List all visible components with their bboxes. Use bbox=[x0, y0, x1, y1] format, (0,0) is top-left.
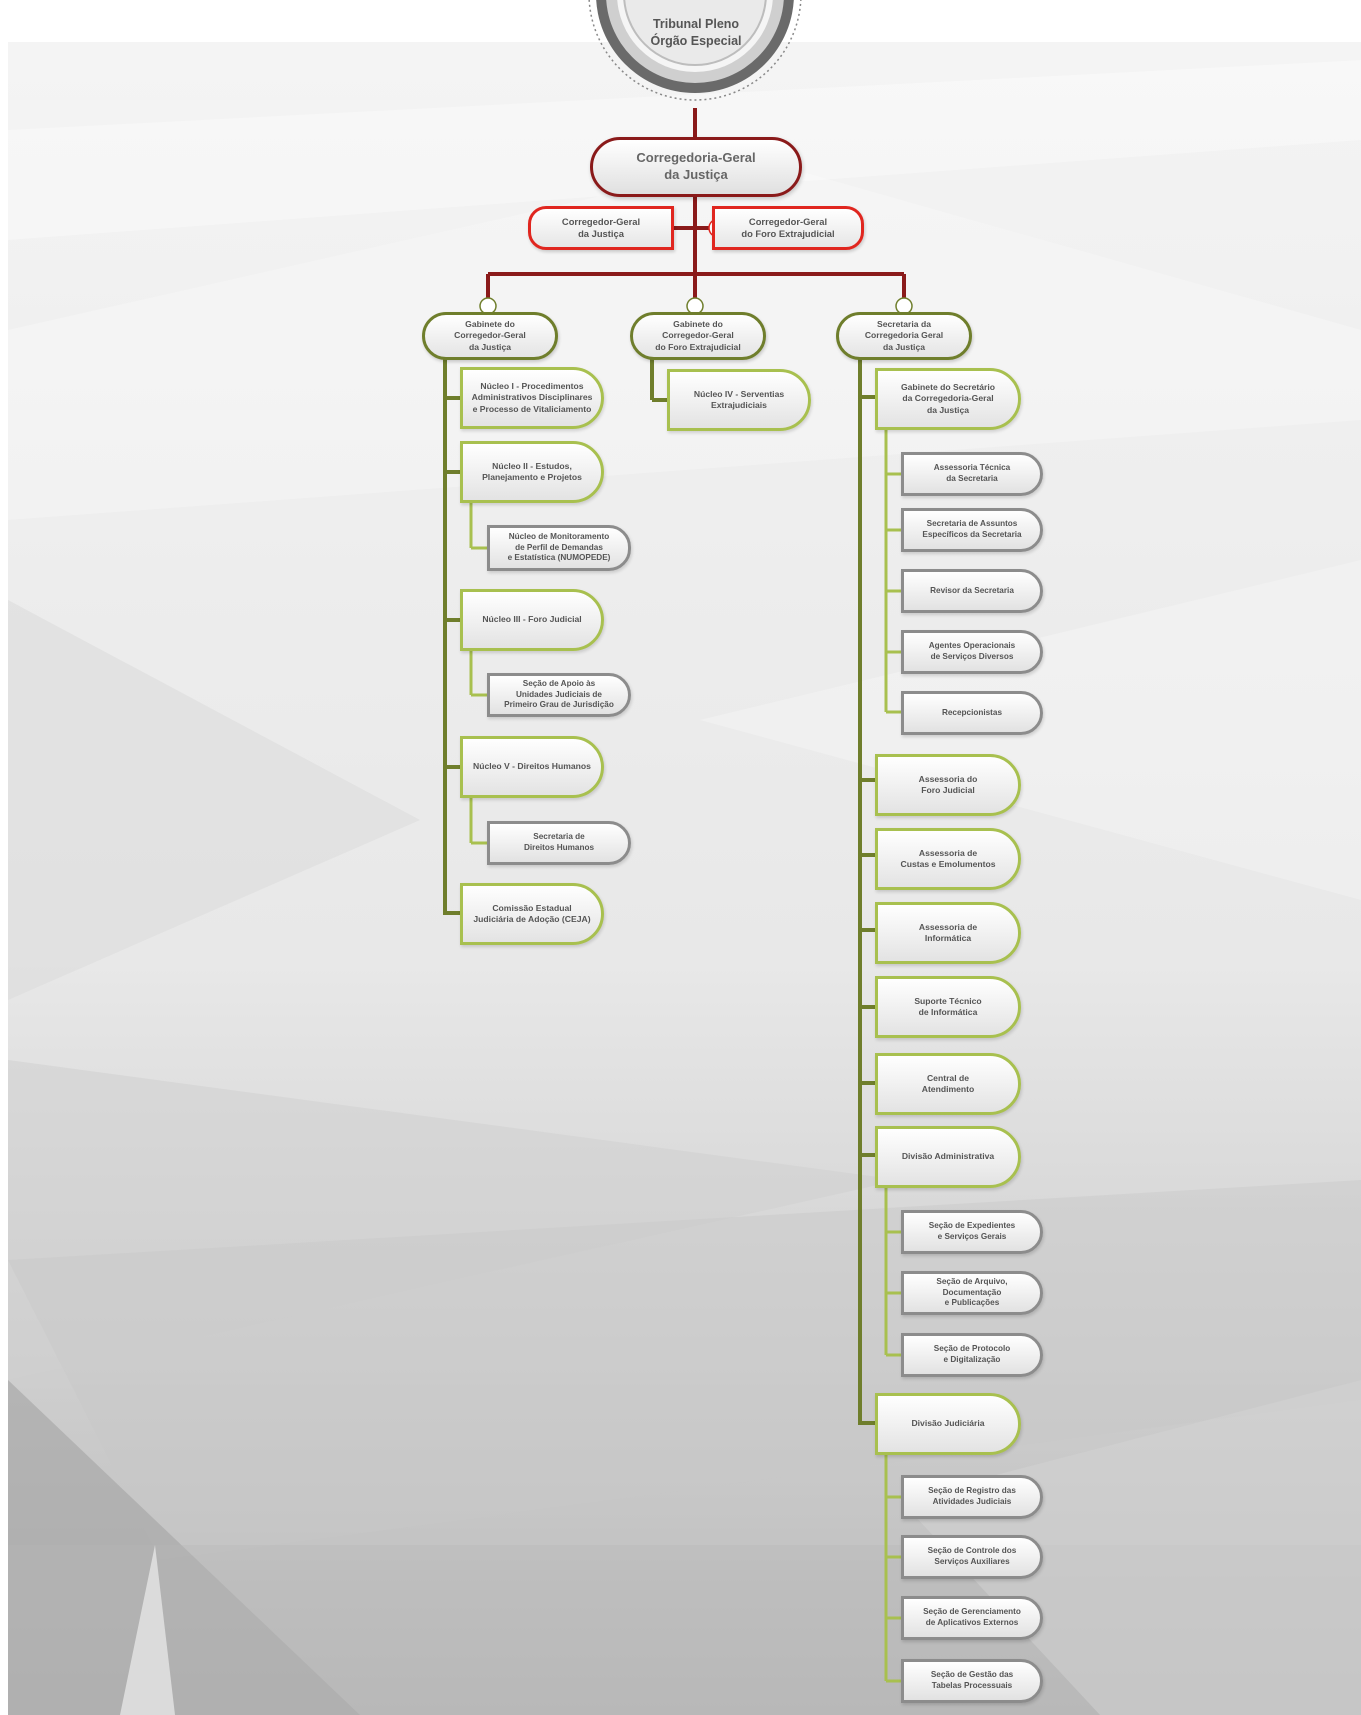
suporte-tecnico-label: Suporte Técnico de Informática bbox=[914, 995, 982, 1017]
secao-expedientes-label: Seção de Expedientes e Serviços Gerais bbox=[928, 1221, 1016, 1241]
divisao-judiciaria-node: Divisão Judiciária bbox=[875, 1393, 1021, 1455]
corregedor-geral-foro-label: Corregedor-Geral do Foro Extrajudicial bbox=[741, 215, 835, 239]
nucleo-i-node: Núcleo I - Procedimentos Administrativos… bbox=[460, 367, 604, 429]
nucleo-i-label: Núcleo I - Procedimentos Administrativos… bbox=[471, 381, 593, 414]
assessoria-tecnica-node: Assessoria Técnica da Secretaria bbox=[901, 452, 1043, 496]
gabinete-foro-node: Gabinete do Corregedor-Geral do Foro Ext… bbox=[630, 312, 766, 360]
secao-gestao-label: Seção de Gestão das Tabelas Processuais bbox=[930, 1670, 1014, 1690]
central-atendimento-node: Central de Atendimento bbox=[875, 1053, 1021, 1115]
secretaria-assuntos-node: Secretaria de Assuntos Específicos da Se… bbox=[901, 508, 1043, 552]
secao-registro-node: Seção de Registro das Atividades Judicia… bbox=[901, 1475, 1043, 1519]
ceja-node: Comissão Estadual Judiciária de Adoção (… bbox=[460, 883, 604, 945]
agentes-node: Agentes Operacionais de Serviços Diverso… bbox=[901, 630, 1043, 674]
secretaria-direitos-humanos-node: Secretaria de Direitos Humanos bbox=[487, 821, 631, 865]
gabinete-corregedor-node: Gabinete do Corregedor-Geral da Justiça bbox=[422, 312, 558, 360]
assessoria-informatica-label: Assessoria de Informática bbox=[918, 921, 978, 943]
secao-protocolo-label: Seção de Protocolo e Digitalização bbox=[933, 1344, 1011, 1364]
corregedor-geral-foro-node: Corregedor-Geral do Foro Extrajudicial bbox=[712, 206, 864, 250]
secao-expedientes-node: Seção de Expedientes e Serviços Gerais bbox=[901, 1210, 1043, 1254]
gabinete-secretario-label: Gabinete do Secretário da Corregedoria-G… bbox=[900, 382, 996, 415]
secao-controle-label: Seção de Controle dos Serviços Auxiliare… bbox=[927, 1546, 1017, 1566]
central-atendimento-label: Central de Atendimento bbox=[921, 1072, 975, 1094]
gabinete-secretario-node: Gabinete do Secretário da Corregedoria-G… bbox=[875, 368, 1021, 430]
corregedoria-geral-label: Corregedoria-Geral da Justiça bbox=[636, 150, 756, 182]
secretaria-direitos-humanos-label: Secretaria de Direitos Humanos bbox=[523, 832, 595, 852]
revisor-label: Revisor da Secretaria bbox=[930, 585, 1014, 595]
suporte-tecnico-node: Suporte Técnico de Informática bbox=[875, 976, 1021, 1038]
nucleo-iii-node: Núcleo III - Foro Judicial bbox=[460, 589, 604, 651]
nucleo-iv-label: Núcleo IV - Serventias Extrajudiciais bbox=[693, 388, 785, 410]
secao-arquivo-node: Seção de Arquivo, Documentação e Publica… bbox=[901, 1271, 1043, 1315]
nucleo-iv-node: Núcleo IV - Serventias Extrajudiciais bbox=[667, 369, 811, 431]
gabinete-corregedor-label: Gabinete do Corregedor-Geral da Justiça bbox=[454, 319, 526, 352]
secao-gestao-node: Seção de Gestão das Tabelas Processuais bbox=[901, 1659, 1043, 1703]
secao-controle-node: Seção de Controle dos Serviços Auxiliare… bbox=[901, 1535, 1043, 1579]
corregedor-geral-justica-label: Corregedor-Geral da Justiça bbox=[561, 215, 641, 239]
recepcionistas-label: Recepcionistas bbox=[941, 707, 1003, 717]
numopede-node: Núcleo de Monitoramento de Perfil de Dem… bbox=[487, 525, 631, 571]
agentes-label: Agentes Operacionais de Serviços Diverso… bbox=[928, 641, 1016, 661]
nucleo-iii-label: Núcleo III - Foro Judicial bbox=[482, 614, 582, 625]
corregedor-geral-justica-node: Corregedor-Geral da Justiça bbox=[528, 206, 674, 250]
tribunal-seal bbox=[588, 0, 802, 101]
divisao-administrativa-label: Divisão Administrativa bbox=[901, 1151, 995, 1162]
revisor-node: Revisor da Secretaria bbox=[901, 569, 1043, 613]
secao-protocolo-node: Seção de Protocolo e Digitalização bbox=[901, 1333, 1043, 1377]
secao-gerenciamento-label: Seção de Gerenciamento de Aplicativos Ex… bbox=[923, 1607, 1021, 1627]
secretaria-label: Secretaria da Corregedoria Geral da Just… bbox=[864, 319, 944, 352]
secao-apoio-label: Seção de Apoio às Unidades Judiciais de … bbox=[504, 679, 614, 710]
assessoria-foro-label: Assessoria do Foro Judicial bbox=[918, 773, 978, 795]
nucleo-v-label: Núcleo V - Direitos Humanos bbox=[473, 761, 591, 772]
divisao-judiciaria-label: Divisão Judiciária bbox=[911, 1418, 985, 1429]
secretaria-node: Secretaria da Corregedoria Geral da Just… bbox=[836, 312, 972, 360]
secao-arquivo-label: Seção de Arquivo, Documentação e Publica… bbox=[936, 1277, 1008, 1308]
assessoria-tecnica-label: Assessoria Técnica da Secretaria bbox=[933, 463, 1011, 483]
nucleo-v-node: Núcleo V - Direitos Humanos bbox=[460, 736, 604, 798]
assessoria-custas-label: Assessoria de Custas e Emolumentos bbox=[900, 847, 996, 869]
secao-apoio-node: Seção de Apoio às Unidades Judiciais de … bbox=[487, 673, 631, 717]
corregedoria-geral-node: Corregedoria-Geral da Justiça bbox=[590, 137, 802, 197]
divisao-administrativa-node: Divisão Administrativa bbox=[875, 1126, 1021, 1188]
secao-gerenciamento-node: Seção de Gerenciamento de Aplicativos Ex… bbox=[901, 1596, 1043, 1640]
assessoria-informatica-node: Assessoria de Informática bbox=[875, 902, 1021, 964]
secretaria-assuntos-label: Secretaria de Assuntos Específicos da Se… bbox=[922, 519, 1022, 539]
assessoria-foro-node: Assessoria do Foro Judicial bbox=[875, 754, 1021, 816]
nucleo-ii-label: Núcleo II - Estudos, Planejamento e Proj… bbox=[482, 460, 582, 482]
ceja-label: Comissão Estadual Judiciária de Adoção (… bbox=[473, 902, 591, 924]
recepcionistas-node: Recepcionistas bbox=[901, 691, 1043, 735]
assessoria-custas-node: Assessoria de Custas e Emolumentos bbox=[875, 828, 1021, 890]
nucleo-ii-node: Núcleo II - Estudos, Planejamento e Proj… bbox=[460, 441, 604, 503]
tribunal-pleno-label: Tribunal Pleno Órgão Especial bbox=[650, 17, 742, 48]
numopede-label: Núcleo de Monitoramento de Perfil de Dem… bbox=[507, 532, 611, 563]
gabinete-foro-label: Gabinete do Corregedor-Geral do Foro Ext… bbox=[655, 319, 741, 352]
secao-registro-label: Seção de Registro das Atividades Judicia… bbox=[928, 1486, 1016, 1506]
